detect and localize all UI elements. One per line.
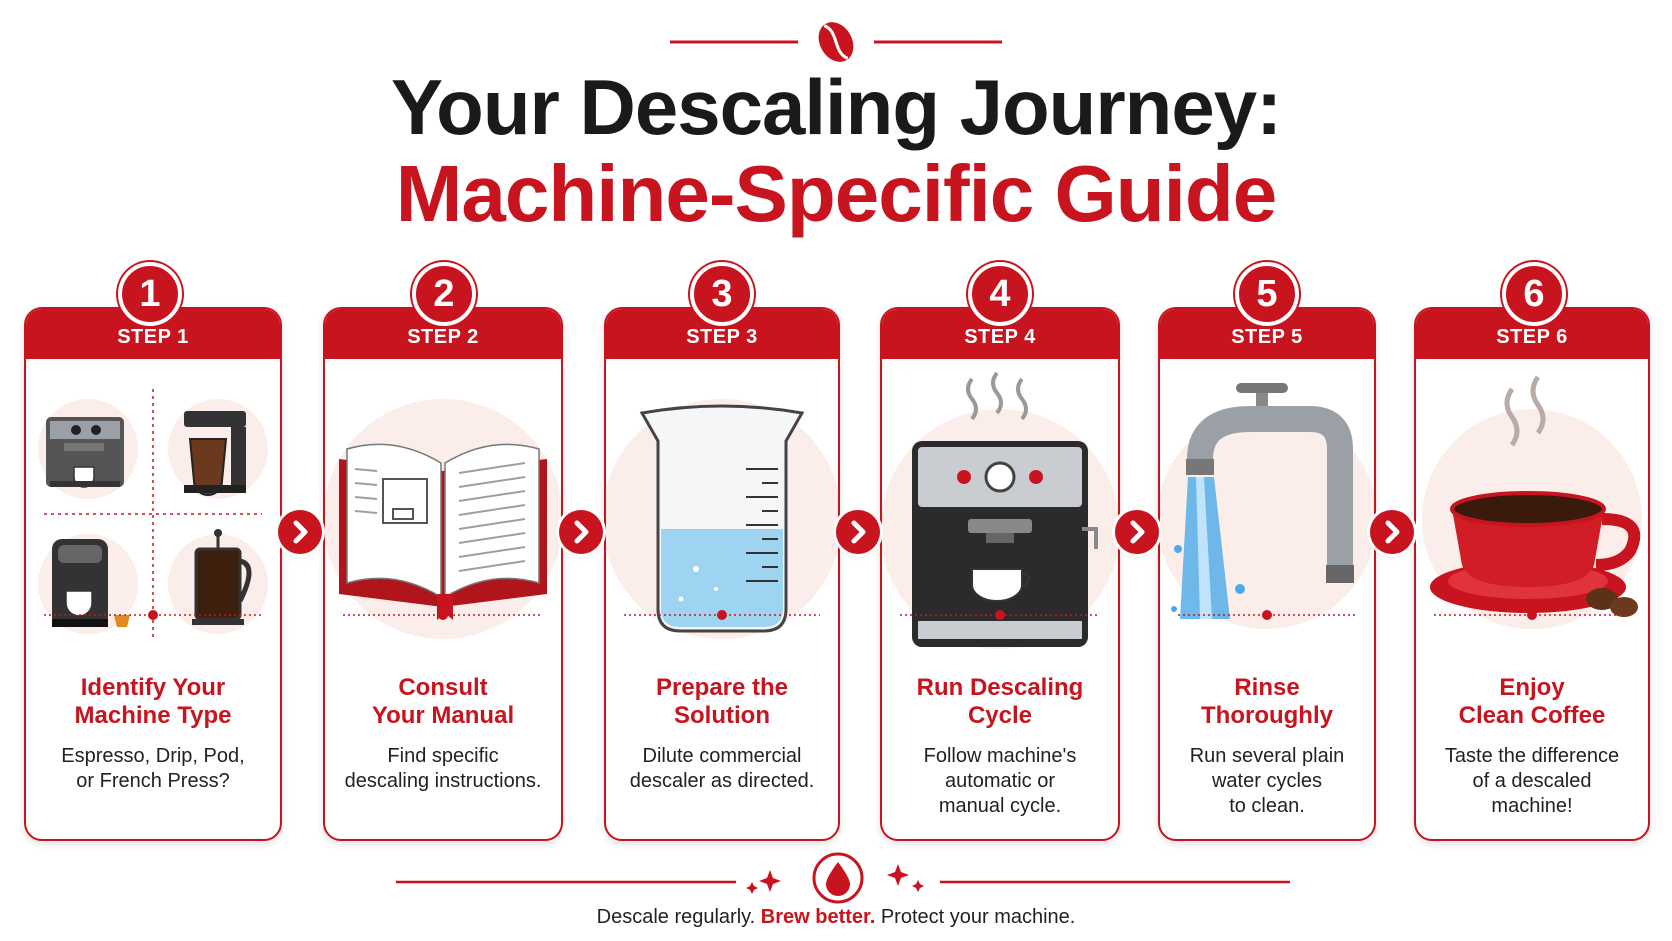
sparkle-icon (746, 864, 924, 894)
step-desc-line-2: automatic or (944, 770, 1056, 792)
drip-coffee-maker-icon (168, 399, 268, 499)
bottom-ornament (396, 852, 1290, 904)
step-title-line-1: Enjoy (1499, 674, 1565, 701)
page-title-line-2: Machine-Specific Guide (395, 149, 1277, 238)
step-desc-line-1: Taste the difference (1444, 745, 1620, 767)
step-6-illustration (1422, 375, 1642, 629)
step-title: Run Descaling Cycle (882, 674, 1118, 730)
step-desc-line-1: Follow machine's (923, 745, 1077, 767)
steam-icon (1504, 375, 1546, 447)
step-desc-line-2: water cycles (1211, 770, 1323, 792)
manual-book-icon (325, 399, 561, 639)
footer-part-3: Protect your machine. (875, 906, 1076, 928)
step-number-badge-4: 4 (968, 262, 1032, 326)
step-divider (343, 610, 543, 620)
step-description: Find specific descaling instructions. (325, 744, 561, 794)
coffee-beans-icon (1586, 588, 1638, 617)
step-desc-line-1: Run several plain (1189, 745, 1345, 767)
step-title-line-1: Run Descaling (916, 674, 1084, 701)
chevron-right-icon (278, 510, 322, 554)
step-number-badge-5: 5 (1235, 262, 1299, 326)
step-description: Dilute commercial descaler as directed. (606, 744, 838, 794)
step-card-3: STEP 3 Prepare the Solution Dilute comme… (604, 307, 840, 841)
step-desc-line-2: or French Press? (76, 770, 230, 792)
step-4-illustration (882, 371, 1118, 649)
step-card-6: STEP 6 Enjoy Clean Coffee Taste the diff… (1414, 307, 1650, 841)
chevron-right-icon (1115, 510, 1159, 554)
step-number-badge-6: 6 (1502, 262, 1566, 326)
step-title: Rinse Thoroughly (1160, 674, 1374, 730)
step-desc-line-2: descaler as directed. (629, 770, 815, 792)
steam-icon (966, 371, 1028, 421)
step-description: Espresso, Drip, Pod, or French Press? (26, 744, 280, 794)
water-drop-icon (812, 852, 864, 904)
step-title-line-1: Identify Your (80, 674, 226, 701)
pod-machine-icon (38, 534, 138, 634)
step-title: Identify Your Machine Type (26, 674, 280, 730)
step-desc-line-2: of a descaled (1472, 770, 1592, 792)
chevron-right-icon (836, 510, 880, 554)
step-title-line-1: Consult (398, 674, 488, 701)
step-5-illustration (1160, 383, 1374, 629)
step-divider (624, 610, 820, 620)
step-divider (44, 610, 262, 620)
step-desc-line-3: to clean. (1229, 795, 1305, 817)
step-desc-line-3: machine! (1491, 795, 1573, 817)
step-desc-line-1: Find specific (387, 745, 499, 767)
step-title-line-1: Prepare the (655, 674, 789, 701)
coffee-bean-icon (818, 22, 854, 62)
step-number-badge-3: 3 (690, 262, 754, 326)
measuring-beaker-icon (606, 399, 838, 639)
step-card-1: STEP 1 (24, 307, 282, 841)
water-faucet-icon (1186, 383, 1354, 583)
step-title: Prepare the Solution (606, 674, 838, 730)
step-desc-line-1: Dilute commercial (642, 745, 802, 767)
step-divider (1434, 610, 1630, 620)
chevron-right-icon (559, 510, 603, 554)
step-title-line-1: Rinse (1234, 674, 1300, 701)
step-title-line-2: Thoroughly (1201, 702, 1333, 729)
footer-tagline: Descale regularly. Brew better. Protect … (0, 906, 1672, 929)
page-title-line-1: Your Descaling Journey: (390, 63, 1282, 151)
step-divider (1178, 610, 1356, 620)
step-desc-line-3: manual cycle. (938, 795, 1062, 817)
step-divider (900, 610, 1100, 620)
step-title-line-2: Solution (674, 702, 770, 729)
step-2-illustration (325, 399, 561, 639)
water-stream-icon (1171, 477, 1245, 619)
step-number-badge-1: 1 (118, 262, 182, 326)
step-title-line-2: Machine Type (74, 702, 232, 729)
step-description: Taste the difference of a descaled machi… (1416, 744, 1648, 819)
step-title-line-2: Cycle (967, 702, 1033, 729)
step-card-4: STEP 4 Run Descaling Cycle Follow machin… (880, 307, 1120, 841)
step-header: STEP 6 (1416, 309, 1648, 359)
step-title: Enjoy Clean Coffee (1416, 674, 1648, 730)
step-title-line-2: Clean Coffee (1458, 702, 1606, 729)
footer-part-1: Descale regularly. (596, 906, 761, 928)
step-title: Consult Your Manual (325, 674, 561, 730)
step-card-5: STEP 5 Rinse Thoroughly Run several plai… (1158, 307, 1376, 841)
step-description: Follow machine's automatic or manual cyc… (882, 744, 1118, 819)
step-number-badge-2: 2 (412, 262, 476, 326)
top-ornament (670, 22, 1002, 62)
step-desc-line-1: Espresso, Drip, Pod, (61, 745, 245, 767)
step-1-illustration (38, 389, 268, 639)
espresso-machine-icon (38, 399, 138, 499)
coffee-cup-icon (1430, 491, 1641, 613)
step-3-illustration (606, 399, 838, 639)
step-desc-line-2: descaling instructions. (344, 770, 542, 792)
chevron-right-icon (1370, 510, 1414, 554)
step-title-line-2: Your Manual (371, 702, 515, 729)
step-card-2: STEP 2 Consult Your Manual Fin (323, 307, 563, 841)
french-press-icon (168, 529, 268, 634)
footer-part-2: Brew better. (760, 906, 876, 928)
espresso-machine-icon (912, 441, 1098, 647)
step-description: Run several plain water cycles to clean. (1160, 744, 1374, 819)
